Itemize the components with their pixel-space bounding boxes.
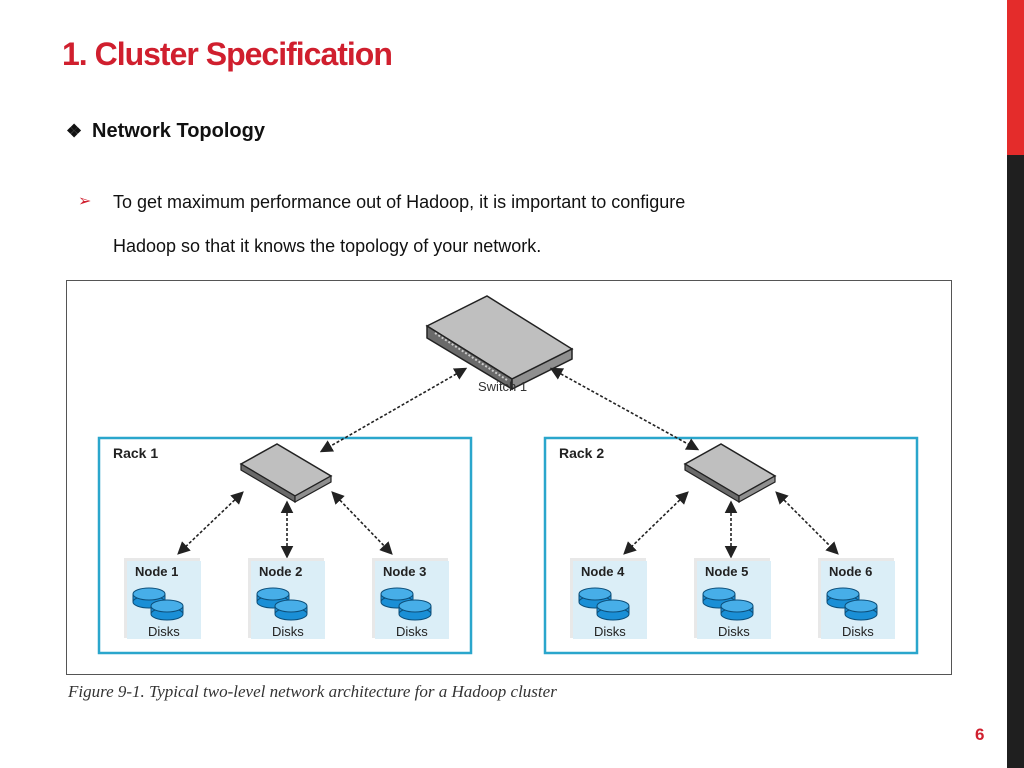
network-links	[177, 367, 839, 559]
disk-icon	[380, 587, 432, 621]
node-label: Node 5	[705, 564, 748, 579]
disks-label: Disks	[148, 624, 180, 639]
node-box: Node 6 Disks	[818, 558, 895, 639]
figure-caption: Figure 9-1. Typical two-level network ar…	[68, 682, 557, 701]
rack-2-label: Rack 2	[559, 445, 604, 461]
node-box: Node 2 Disks	[248, 558, 325, 639]
disk-icon	[702, 587, 754, 621]
rack-2-box	[543, 436, 919, 655]
bullet-text-line-1: To get maximum performance out of Hadoop…	[113, 192, 686, 212]
network-diagram: Rack 1 Rack 2 Switch 1	[97, 295, 919, 655]
rack-1-box	[97, 436, 473, 655]
disks-label: Disks	[396, 624, 428, 639]
arrow-bullet-icon: ➢	[78, 193, 92, 210]
disk-icon	[132, 587, 184, 621]
slide-title: 1. Cluster Specification	[62, 36, 393, 72]
rack-1-switch	[239, 443, 333, 504]
node-group: Node 1 Disks Node 2 Disks Node 3 Disks Node 4 D…	[124, 558, 895, 639]
network-topology-figure: Rack 1 Rack 2 Switch 1	[66, 280, 952, 675]
disks-label: Disks	[594, 624, 626, 639]
side-accent-bar-red	[1007, 0, 1024, 155]
disk-icon	[826, 587, 878, 621]
diamond-cluster-icon: ❖	[66, 121, 83, 141]
disk-icon	[256, 587, 308, 621]
rack-1-label: Rack 1	[113, 445, 158, 461]
page-number: 6	[975, 725, 985, 744]
node-box: Node 3 Disks	[372, 558, 449, 639]
disk-icon	[578, 587, 630, 621]
disks-label: Disks	[842, 624, 874, 639]
section-heading: ❖ Network Topology	[66, 120, 265, 143]
rack-2-switch	[683, 443, 777, 504]
bullet-text: To get maximum performance out of Hadoop…	[113, 180, 913, 268]
disks-label: Disks	[272, 624, 304, 639]
node-box: Node 4 Disks	[570, 558, 647, 639]
node-label: Node 6	[829, 564, 872, 579]
node-label: Node 4	[581, 564, 625, 579]
switch-1-label: Switch 1	[478, 379, 527, 394]
bullet-text-line-2: Hadoop so that it knows the topology of …	[113, 236, 542, 256]
section-heading-text: Network Topology	[92, 120, 265, 142]
node-label: Node 3	[383, 564, 426, 579]
node-label: Node 1	[135, 564, 178, 579]
switch-1-device	[425, 295, 574, 391]
node-box: Node 1 Disks	[124, 558, 201, 639]
disks-label: Disks	[718, 624, 750, 639]
node-box: Node 5 Disks	[694, 558, 771, 639]
side-accent-bar-dark	[1007, 155, 1024, 768]
node-label: Node 2	[259, 564, 302, 579]
